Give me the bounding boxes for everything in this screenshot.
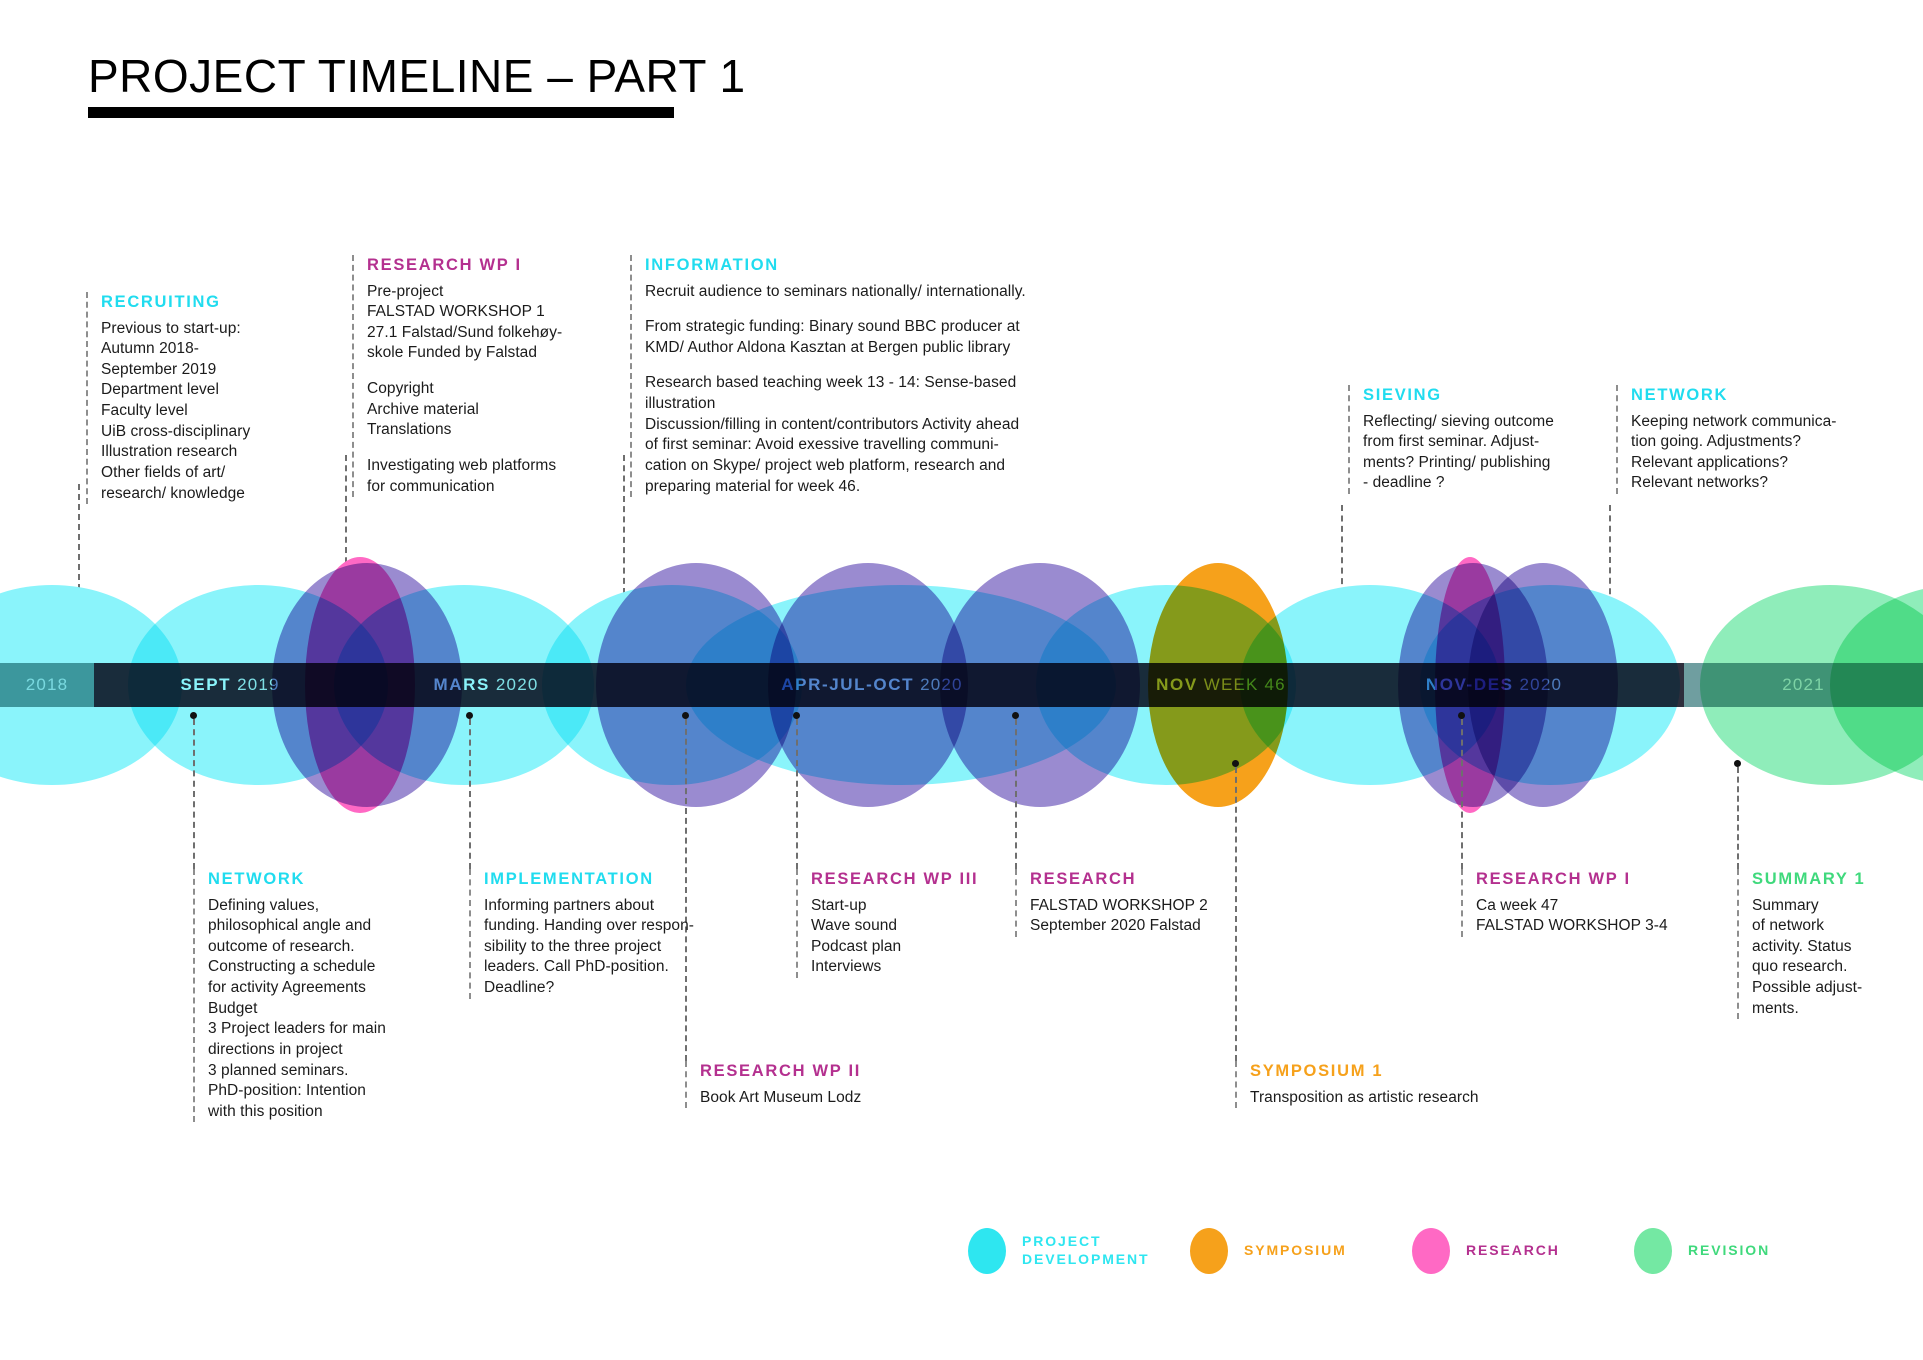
annotation-body: Ca week 47 FALSTAD WORKSHOP 3-4 [1476, 896, 1668, 935]
annotation-heading: INFORMATION [645, 256, 779, 274]
leader-line-information [623, 455, 625, 635]
annotation-body-3: Investigating web platforms for communic… [367, 456, 557, 495]
annotation-heading: RESEARCH WP I [367, 256, 522, 274]
annotation-implementation: IMPLEMENTATION Informing partners about … [469, 869, 719, 999]
legend-swatch-icon [1190, 1228, 1228, 1274]
leader-dot-summary-1 [1734, 760, 1741, 767]
annotation-body: Keeping network communica- tion going. A… [1631, 412, 1837, 492]
annotation-heading: NETWORK [1631, 386, 1729, 404]
leader-dot-implementation [466, 712, 473, 719]
annotation-body: Recruit audience to seminars nationally/… [645, 282, 1026, 300]
date-segment-apr-jul-oct-2020: APR-JUL-OCT 2020 [606, 663, 1138, 707]
timeline-date-bar: 2018 SEPT 2019 MARS 2020 APR-JUL-OCT 202… [0, 663, 1923, 707]
annotation-information: INFORMATION Recruit audience to seminars… [630, 255, 1050, 498]
annotation-research: RESEARCH FALSTAD WORKSHOP 2 September 20… [1015, 869, 1265, 937]
leader-line-network-top [1609, 505, 1611, 615]
date-label: 2021 [1782, 675, 1825, 694]
annotation-research-wp-1-top: RESEARCH WP I Pre-project FALSTAD WORKSH… [352, 255, 612, 498]
leader-dot-research-wp-2 [682, 712, 689, 719]
annotation-body: Defining values, philosophical angle and… [208, 896, 386, 1120]
annotation-research-wp-1-bottom: RESEARCH WP I Ca week 47 FALSTAD WORKSHO… [1461, 869, 1721, 937]
leader-line-recruiting [78, 484, 80, 650]
annotation-heading: SYMPOSIUM 1 [1250, 1062, 1384, 1080]
legend-item-project-development: PROJECT DEVELOPMENT [968, 1228, 1149, 1274]
annotation-research-wp-2: RESEARCH WP II Book Art Museum Lodz [685, 1061, 1005, 1109]
leader-line-implementation [469, 719, 471, 869]
annotation-body-3: Research based teaching week 13 - 14: Se… [645, 374, 1020, 495]
annotation-heading: SIEVING [1363, 386, 1442, 404]
annotation-recruiting: RECRUITING Previous to start-up: Autumn … [86, 292, 336, 505]
legend-swatch-icon [968, 1228, 1006, 1274]
annotation-network-bottom: NETWORK Defining values, philosophical a… [193, 869, 443, 1123]
date-segment-mars-2020: MARS 2020 [366, 663, 606, 707]
legend-label: SYMPOSIUM [1244, 1242, 1347, 1259]
legend-swatch-icon [1412, 1228, 1450, 1274]
annotation-heading: RESEARCH WP I [1476, 870, 1631, 888]
page-title: PROJECT TIMELINE – PART 1 [88, 50, 746, 102]
date-segment-2021: 2021 [1684, 663, 1923, 707]
leader-dot-research-wp-3 [793, 712, 800, 719]
leader-dot-research [1012, 712, 1019, 719]
annotation-heading: SUMMARY 1 [1752, 870, 1866, 888]
date-label: 2018 [25, 675, 69, 694]
leader-line-research-wp-1-bottom [1461, 719, 1463, 869]
annotation-heading: NETWORK [208, 870, 306, 888]
legend-label: REVISION [1688, 1242, 1771, 1259]
leader-line-sieving [1341, 505, 1343, 605]
leader-dot-network-bottom [190, 712, 197, 719]
annotation-body: Summary of network activity. Status quo … [1752, 896, 1863, 1017]
page-title-block: PROJECT TIMELINE – PART 1 [88, 50, 746, 119]
annotation-body: Start-up Wave sound Podcast plan Intervi… [811, 896, 902, 976]
annotation-body: Transposition as artistic research [1250, 1088, 1479, 1106]
leader-dot-research-wp-1-bottom [1458, 712, 1465, 719]
annotation-heading: RESEARCH WP III [811, 870, 979, 888]
legend-label: PROJECT DEVELOPMENT [1022, 1233, 1150, 1267]
annotation-research-wp-3: RESEARCH WP III Start-up Wave sound Podc… [796, 869, 1026, 979]
date-segment-nov-week-46: NOV WEEK 46 [1138, 663, 1304, 707]
annotation-heading: IMPLEMENTATION [484, 870, 654, 888]
annotation-network-top: NETWORK Keeping network communica- tion … [1616, 385, 1876, 495]
annotation-sieving: SIEVING Reflecting/ sieving outcome from… [1348, 385, 1588, 495]
annotation-heading: RECRUITING [101, 293, 221, 311]
annotation-heading: RESEARCH [1030, 870, 1137, 888]
leader-line-research [1015, 719, 1017, 869]
legend-item-revision: REVISION [1634, 1228, 1770, 1274]
annotation-summary-1: SUMMARY 1 Summary of network activity. S… [1737, 869, 1897, 1020]
legend-swatch-icon [1634, 1228, 1672, 1274]
title-underline [88, 107, 674, 119]
leader-line-research-wp1 [345, 455, 347, 645]
date-label: SEPT 2019 [180, 675, 280, 694]
date-label: NOV-DES 2020 [1425, 675, 1563, 694]
leader-line-symposium-1 [1235, 767, 1237, 1061]
legend-item-research: RESEARCH [1412, 1228, 1560, 1274]
leader-line-summary-1 [1737, 767, 1739, 869]
annotation-body: Reflecting/ sieving outcome from first s… [1363, 412, 1554, 492]
date-segment-2018: 2018 [0, 663, 94, 707]
legend-label: RESEARCH [1466, 1242, 1560, 1259]
date-segment-sept-2019: SEPT 2019 [94, 663, 366, 707]
date-segment-nov-des-2020: NOV-DES 2020 [1304, 663, 1684, 707]
date-label: MARS 2020 [433, 675, 539, 694]
annotation-body: Book Art Museum Lodz [700, 1088, 862, 1106]
legend-item-symposium: SYMPOSIUM [1190, 1228, 1347, 1274]
date-label: APR-JUL-OCT 2020 [781, 675, 963, 694]
annotation-body-2: Copyright Archive material Translations [367, 380, 479, 439]
annotation-body: FALSTAD WORKSHOP 2 September 2020 Falsta… [1030, 896, 1208, 935]
annotation-body: Pre-project FALSTAD WORKSHOP 1 27.1 Fals… [367, 282, 563, 362]
leader-dot-symposium-1 [1232, 760, 1239, 767]
leader-line-research-wp-2 [685, 719, 687, 1061]
leader-line-research-wp-3 [796, 719, 798, 869]
annotation-body: Informing partners about funding. Handin… [484, 896, 694, 997]
date-label: NOV WEEK 46 [1156, 675, 1286, 694]
annotation-body-2: From strategic funding: Binary sound BBC… [645, 318, 1020, 356]
annotation-body: Previous to start-up: Autumn 2018- Septe… [101, 319, 251, 502]
annotation-symposium-1: SYMPOSIUM 1 Transposition as artistic re… [1235, 1061, 1595, 1109]
annotation-heading: RESEARCH WP II [700, 1062, 862, 1080]
leader-line-network-bottom [193, 719, 195, 869]
